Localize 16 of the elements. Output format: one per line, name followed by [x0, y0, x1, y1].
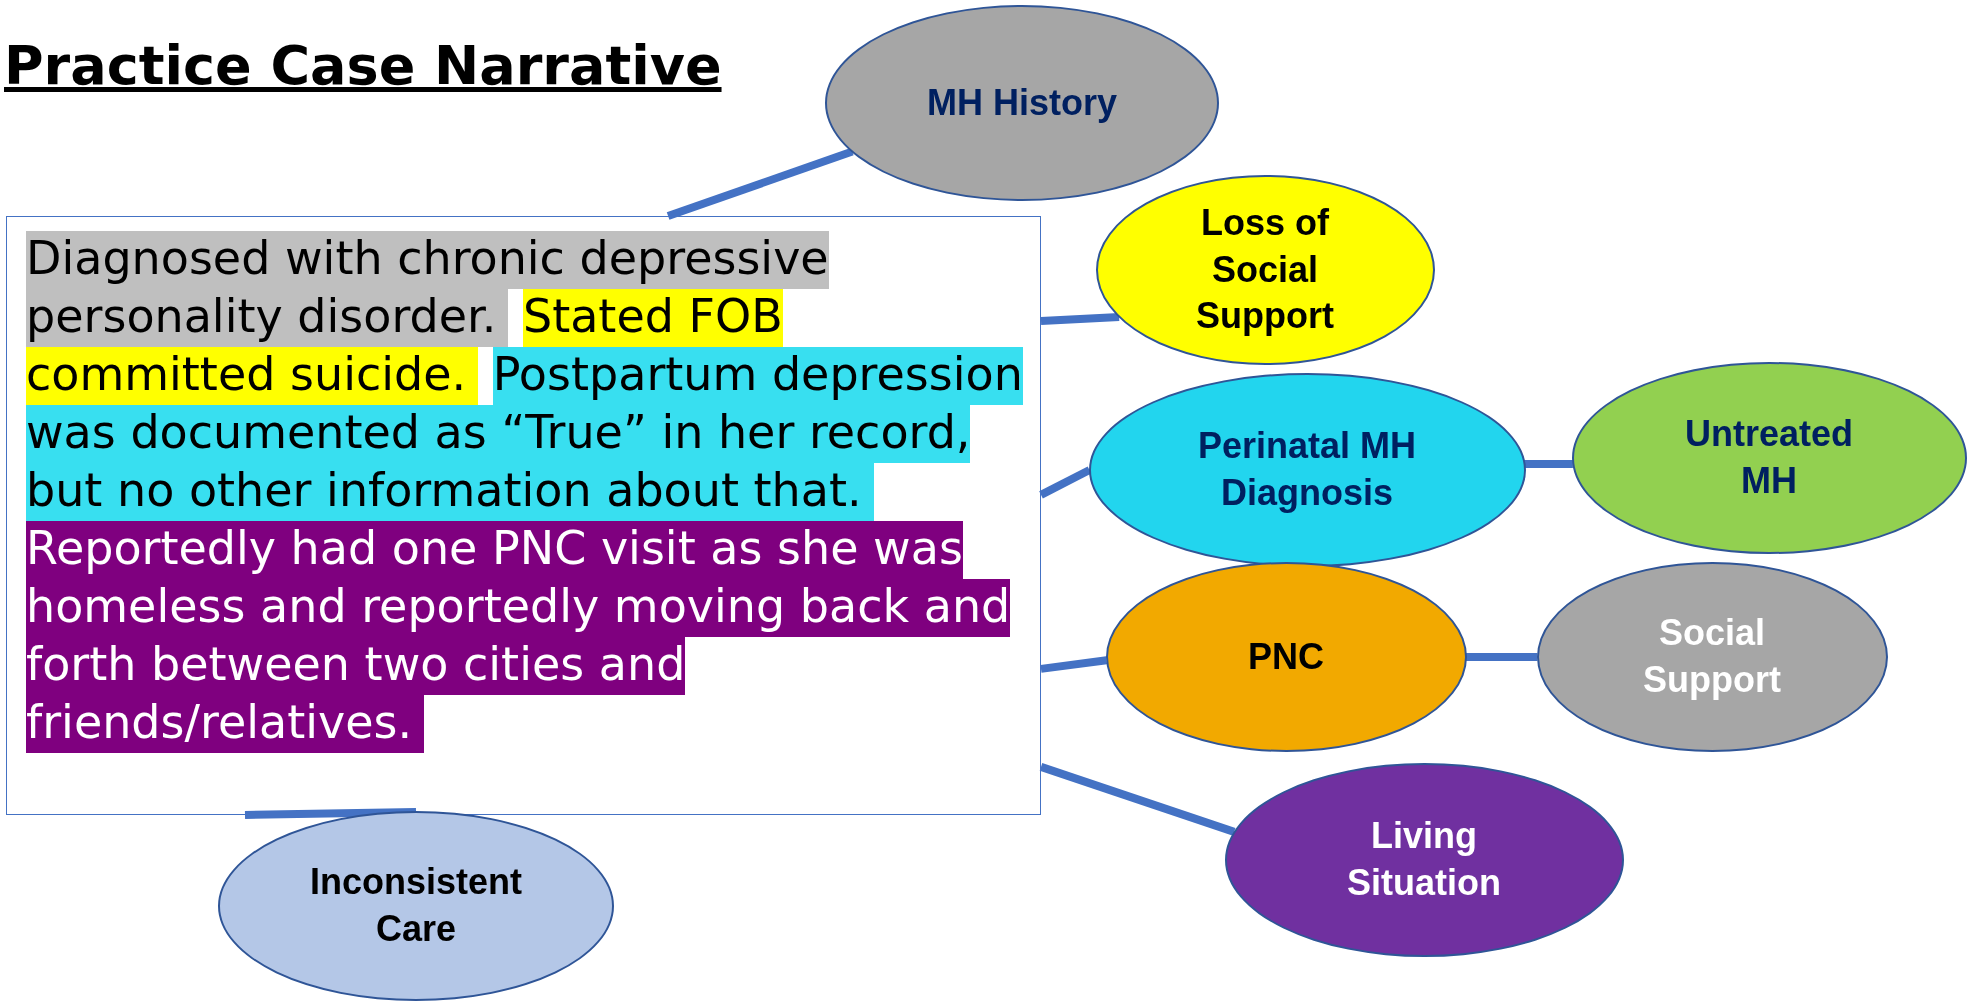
narrative-text-box: Diagnosed with chronic depressive personality disorder. Stated FOB committed suicide. Postpartum depression was documented as “True” in her record, but no other information about that. Reportedly had one PNC visit as she was homeless and reportedly moving back and forth between two cities and friends/relatives.	[6, 216, 1041, 815]
ellipse-node: Social Support	[1536, 562, 1888, 752]
ellipse-node: PNC	[1105, 562, 1467, 752]
connector-line	[1465, 653, 1538, 661]
ellipse-node: Perinatal MH Diagnosis	[1088, 373, 1526, 567]
ellipse-node: Untreated MH	[1571, 362, 1967, 554]
ellipse-node: Inconsistent Care	[218, 811, 614, 1001]
connector-line	[244, 808, 417, 819]
ellipse-node: Living Situation	[1224, 763, 1624, 957]
title: Practice Case Narrative	[4, 34, 722, 97]
ellipse-node: Loss of Social Support	[1095, 175, 1435, 365]
connector-line	[666, 147, 854, 220]
connector-line	[1524, 460, 1573, 468]
connector-line	[1039, 763, 1236, 836]
ellipse-node: MH History	[825, 5, 1219, 201]
connector-line	[1040, 313, 1120, 325]
